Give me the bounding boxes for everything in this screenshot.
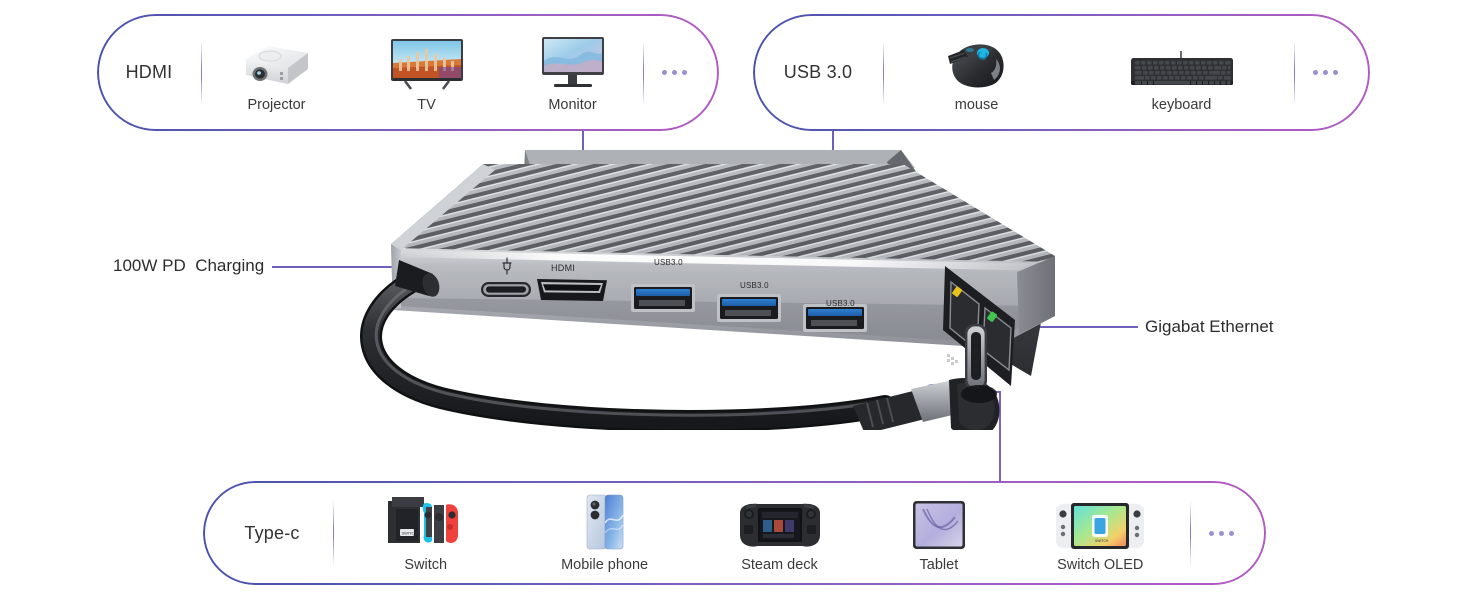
monitor-icon: [540, 33, 606, 91]
panel-typec: Type-c SWITCH: [203, 481, 1266, 585]
tv-icon: [389, 33, 465, 91]
device-item-label: Switch OLED: [1057, 557, 1144, 573]
type-c-connector-plug: [853, 324, 1000, 430]
device-item-label: mouse: [954, 96, 999, 113]
panel-usb-title: USB 3.0: [783, 62, 853, 82]
hdmi-port-print: HDMI: [551, 263, 575, 273]
cable-strain-relief: [395, 260, 440, 297]
projector-icon: [240, 33, 314, 91]
steam-deck-icon: [736, 493, 824, 551]
svg-text:SWITCH: SWITCH: [401, 531, 417, 536]
device-item-switch-oled: SWITCH Switch OLED: [1054, 493, 1146, 573]
device-item-monitor: Monitor: [540, 33, 606, 113]
usb-port-print-2: USB3.0: [740, 281, 769, 290]
device-item-label: Steam deck: [741, 557, 818, 573]
panel-hdmi-items: Projector: [202, 33, 643, 113]
nintendo-switch-icon: SWITCH: [378, 493, 474, 551]
panel-usb: USB 3.0: [753, 14, 1370, 131]
usb-a-port-1: [631, 284, 695, 312]
panel-hdmi-more[interactable]: [644, 70, 705, 75]
device-item-label: Tablet: [919, 557, 959, 573]
device-item-mobile-phone: Mobile phone: [561, 493, 648, 573]
device-item-steam-deck: Steam deck: [736, 493, 824, 573]
mouse-icon: [944, 33, 1010, 91]
device-item-label: Projector: [247, 96, 306, 113]
ethernet-callout-label: Gigabat Ethernet: [1145, 317, 1274, 336]
device-item-label: Mobile phone: [561, 557, 649, 573]
panel-typec-more[interactable]: [1191, 530, 1252, 536]
panel-divider: [1294, 39, 1295, 106]
device-item-projector: Projector: [240, 33, 314, 113]
panel-hdmi: HDMI: [97, 14, 719, 131]
panel-divider: [333, 500, 334, 566]
panel-hdmi-title: HDMI: [125, 62, 173, 82]
device-item-keyboard: keyboard: [1129, 33, 1235, 113]
usb-a-port-3: [803, 304, 867, 332]
device-item-switch: SWITCH Switch: [378, 493, 474, 573]
smartphone-icon: [585, 493, 625, 551]
tablet-icon: [911, 493, 967, 551]
hdmi-port: [537, 279, 607, 301]
switch-oled-icon: SWITCH: [1054, 493, 1146, 551]
panel-typec-items: SWITCH Switch: [334, 493, 1190, 573]
device-item-label: Monitor: [548, 96, 597, 113]
device-item-mouse: mouse: [944, 33, 1010, 113]
device-item-label: Switch: [404, 557, 448, 573]
panel-typec-title: Type-c: [244, 522, 300, 543]
panel-divider: [1190, 500, 1191, 566]
charging-glyph-icon: [502, 257, 512, 275]
attached-usb-c-cable: [360, 260, 1000, 430]
ethernet-led-green: [987, 311, 998, 322]
panel-divider: [883, 39, 884, 106]
panel-usb-items: mouse: [884, 33, 1294, 113]
panel-divider: [643, 39, 644, 106]
usb-a-port-2: [717, 294, 781, 322]
usb-c-power-port: [481, 282, 531, 297]
panel-usb-more[interactable]: [1295, 70, 1356, 75]
usb-port-print-3: USB3.0: [826, 299, 855, 308]
power-callout-label: 100W PD Charging: [113, 256, 265, 275]
device-item-label: TV: [417, 96, 436, 113]
ethernet-led-amber: [952, 286, 963, 297]
device-item-label: keyboard: [1151, 96, 1212, 113]
usb-c-hub-device: HDMI: [360, 150, 1055, 430]
svg-text:SWITCH: SWITCH: [1095, 539, 1109, 543]
device-item-tv: TV: [389, 33, 465, 113]
usb-port-print-1: USB3.0: [654, 258, 683, 267]
panel-divider: [201, 39, 202, 106]
keyboard-icon: [1129, 33, 1235, 91]
device-item-tablet: Tablet: [911, 493, 967, 573]
